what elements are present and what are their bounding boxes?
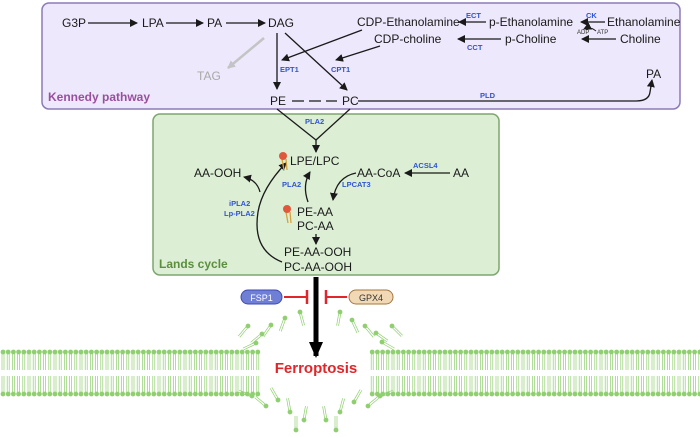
gpx4-badge bbox=[348, 289, 394, 305]
enzyme-lp-pla2: Lp-PLA2 bbox=[224, 209, 255, 218]
node-ethanolamine: Ethanolamine bbox=[607, 15, 681, 29]
node-p-choline: p-Choline bbox=[505, 32, 557, 46]
node-pe-aa: PE-AA bbox=[297, 205, 333, 219]
cell-membrane bbox=[0, 349, 700, 397]
enzyme-cct: CCT bbox=[467, 43, 483, 52]
enzyme-ect: ECT bbox=[466, 11, 481, 20]
lands-panel bbox=[152, 113, 500, 276]
node-lpe-lpc: LPE/LPC bbox=[290, 154, 340, 168]
fsp1-badge bbox=[240, 289, 283, 305]
node-aa: AA bbox=[453, 166, 469, 180]
gpx4-label: GPX4 bbox=[359, 293, 383, 303]
node-cdp-ethanolamine: CDP-Ethanolamine bbox=[357, 15, 460, 29]
enzyme-cpt1: CPT1 bbox=[331, 65, 350, 74]
node-p-ethanolamine: p-Ethanolamine bbox=[489, 15, 573, 29]
node-pe: PE bbox=[270, 94, 286, 108]
node-g3p: G3P bbox=[62, 16, 86, 30]
enzyme-ept1: EPT1 bbox=[280, 65, 299, 74]
node-tag: TAG bbox=[197, 69, 221, 83]
node-lpa: LPA bbox=[142, 16, 164, 30]
enzyme-pla2-top: PLA2 bbox=[305, 117, 324, 126]
kennedy-panel bbox=[41, 2, 681, 110]
node-pa: PA bbox=[207, 16, 222, 30]
kennedy-title: Kennedy pathway bbox=[48, 90, 150, 104]
label-atp: ATP bbox=[597, 30, 608, 36]
fsp1-label: FSP1 bbox=[250, 293, 273, 303]
node-aa-ooh: AA-OOH bbox=[194, 166, 241, 180]
dispersed-lipids bbox=[237, 309, 403, 433]
enzyme-acsl4: ACSL4 bbox=[413, 161, 438, 170]
phospholipid-icon bbox=[279, 152, 288, 171]
lands-title: Lands cycle bbox=[159, 257, 228, 271]
node-choline: Choline bbox=[620, 32, 661, 46]
enzyme-ipla2: iPLA2 bbox=[229, 199, 250, 208]
enzyme-ck: CK bbox=[586, 11, 597, 20]
node-dag: DAG bbox=[268, 16, 294, 30]
node-pe-aa-ooh: PE-AA-OOH bbox=[284, 245, 351, 259]
node-pc-aa: PC-AA bbox=[297, 219, 334, 233]
phospholipid-icon bbox=[283, 205, 292, 224]
label-adp: ADP bbox=[577, 30, 589, 36]
node-pc: PC bbox=[342, 94, 359, 108]
enzyme-pld: PLD bbox=[480, 91, 496, 100]
node-aa-coa: AA-CoA bbox=[357, 166, 400, 180]
node-pa-pld: PA bbox=[646, 67, 661, 81]
node-cdp-choline: CDP-choline bbox=[374, 32, 442, 46]
ferroptosis-label: Ferroptosis bbox=[275, 360, 358, 377]
enzyme-lpcat3: LPCAT3 bbox=[342, 180, 371, 189]
enzyme-pla2: PLA2 bbox=[282, 180, 301, 189]
node-pc-aa-ooh: PC-AA-OOH bbox=[284, 260, 352, 274]
